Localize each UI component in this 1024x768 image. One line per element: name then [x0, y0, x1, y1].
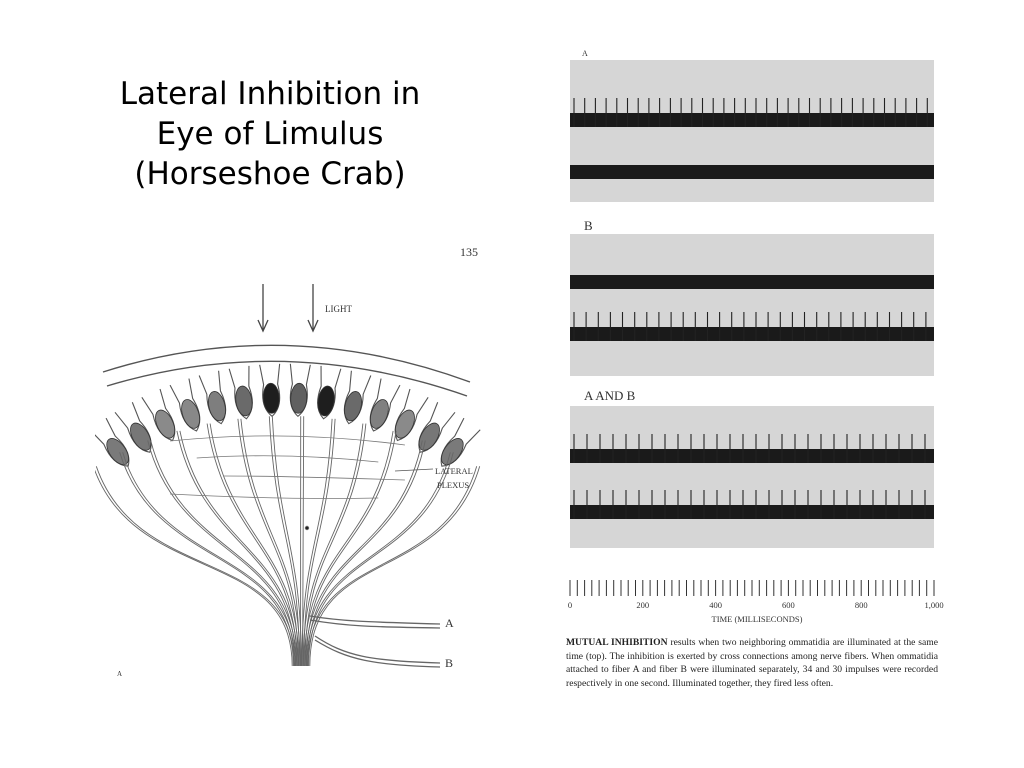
nerve-fiber	[237, 418, 299, 667]
page-number: 135	[460, 245, 478, 259]
plexus-connection	[170, 435, 405, 446]
trace-band	[570, 449, 934, 463]
recording-traces	[570, 60, 934, 548]
ommatidium	[317, 365, 342, 420]
plexus-dot	[304, 525, 310, 531]
fiber-b	[314, 635, 441, 664]
lateral-plexus-label-2: PLEXUS	[437, 480, 469, 490]
title-line-1: Lateral Inhibition in	[119, 76, 421, 112]
time-axis: 0 200 400 600 800 1,000	[568, 580, 944, 610]
nerve-fiber	[308, 452, 454, 667]
trace-band	[570, 505, 934, 519]
fiber-a-label: A	[445, 616, 454, 630]
nerve-fiber	[179, 430, 299, 667]
title-line-2: Eye of Limulus	[156, 116, 384, 152]
panel-background	[570, 406, 934, 548]
ommatidium	[440, 417, 481, 467]
time-tick-label: 200	[636, 600, 649, 610]
nerve-fiber	[305, 430, 397, 667]
ommatidium	[289, 363, 311, 417]
nerve-fibers	[95, 416, 481, 668]
time-axis-label: TIME (MILLISECONDS)	[712, 614, 803, 624]
trace-band	[570, 165, 934, 179]
recording-panel	[570, 406, 934, 548]
nerve-fiber	[304, 440, 423, 667]
trace-band	[570, 327, 934, 341]
nerve-fiber	[303, 430, 394, 667]
nerve-fiber	[302, 423, 364, 667]
ommatidium	[394, 388, 429, 442]
plexus-connection	[224, 475, 405, 481]
ommatidium	[228, 365, 253, 420]
time-tick-label: 800	[855, 600, 868, 610]
nerve-fiber	[122, 452, 296, 667]
ommatidium	[169, 378, 201, 432]
slide-title: Lateral Inhibition in Eye of Limulus (Ho…	[60, 74, 480, 194]
fiber-b	[314, 639, 441, 668]
recording-panel	[570, 234, 934, 376]
ommatidium	[114, 402, 152, 453]
ommatidium	[259, 363, 281, 417]
recording-panels: A B A AND B 0 200 400 600 800 1,000 TIME (MIL…	[568, 49, 944, 624]
fiber-b-label: B	[445, 656, 453, 670]
recording-panel	[570, 60, 934, 202]
nerve-fiber	[307, 466, 478, 667]
time-tick-label: 1,000	[924, 600, 943, 610]
ommatidium	[418, 402, 456, 453]
time-tick-label: 400	[709, 600, 722, 610]
nerve-fiber	[147, 440, 296, 667]
nerve-fiber	[176, 430, 297, 667]
nerve-fiber	[119, 452, 294, 667]
trace-band	[570, 113, 934, 127]
nerve-fiber	[301, 418, 333, 667]
lateral-plexus	[170, 435, 405, 531]
nerve-fiber	[95, 466, 295, 667]
light-label: LIGHT	[325, 304, 352, 314]
panel-top-label: A	[582, 49, 588, 58]
caption-body: results when two neighboring ommatidia a…	[566, 637, 938, 689]
plexus-connection	[196, 455, 379, 463]
corner-mark: A	[117, 670, 122, 678]
trace-band	[570, 275, 934, 289]
plexus-connection	[170, 493, 379, 499]
nerve-fiber	[206, 423, 298, 667]
lateral-plexus-label-1: LATERAL	[435, 466, 473, 476]
nerve-fiber	[268, 416, 300, 667]
panel-background	[570, 234, 934, 376]
ommatidium	[369, 378, 401, 432]
panel-b-label: B	[584, 218, 593, 233]
light-arrows	[257, 284, 319, 333]
limulus-eye-diagram: 135 LIGHT LATERAL PLEXUS A B A	[95, 245, 481, 678]
fiber-a	[309, 619, 441, 629]
cornea	[102, 344, 471, 397]
fiber-a	[309, 615, 441, 625]
ommatidia-row	[95, 363, 481, 467]
ommatidium	[95, 417, 130, 467]
nerve-fiber	[309, 466, 481, 667]
caption-lead: MUTUAL INHIBITION	[566, 637, 668, 648]
nerve-fiber	[150, 440, 298, 667]
time-tick-label: 600	[782, 600, 795, 610]
panel-ab-label: A AND B	[584, 388, 636, 403]
panel-background	[570, 60, 934, 202]
nerve-fiber	[306, 452, 451, 667]
nerve-fiber	[95, 469, 293, 667]
ommatidium	[343, 370, 372, 425]
ommatidium	[198, 370, 227, 425]
title-line-3: (Horseshoe Crab)	[134, 156, 406, 192]
time-tick-label: 0	[568, 600, 572, 610]
figure-caption: MUTUAL INHIBITION results when two neigh…	[566, 636, 938, 690]
